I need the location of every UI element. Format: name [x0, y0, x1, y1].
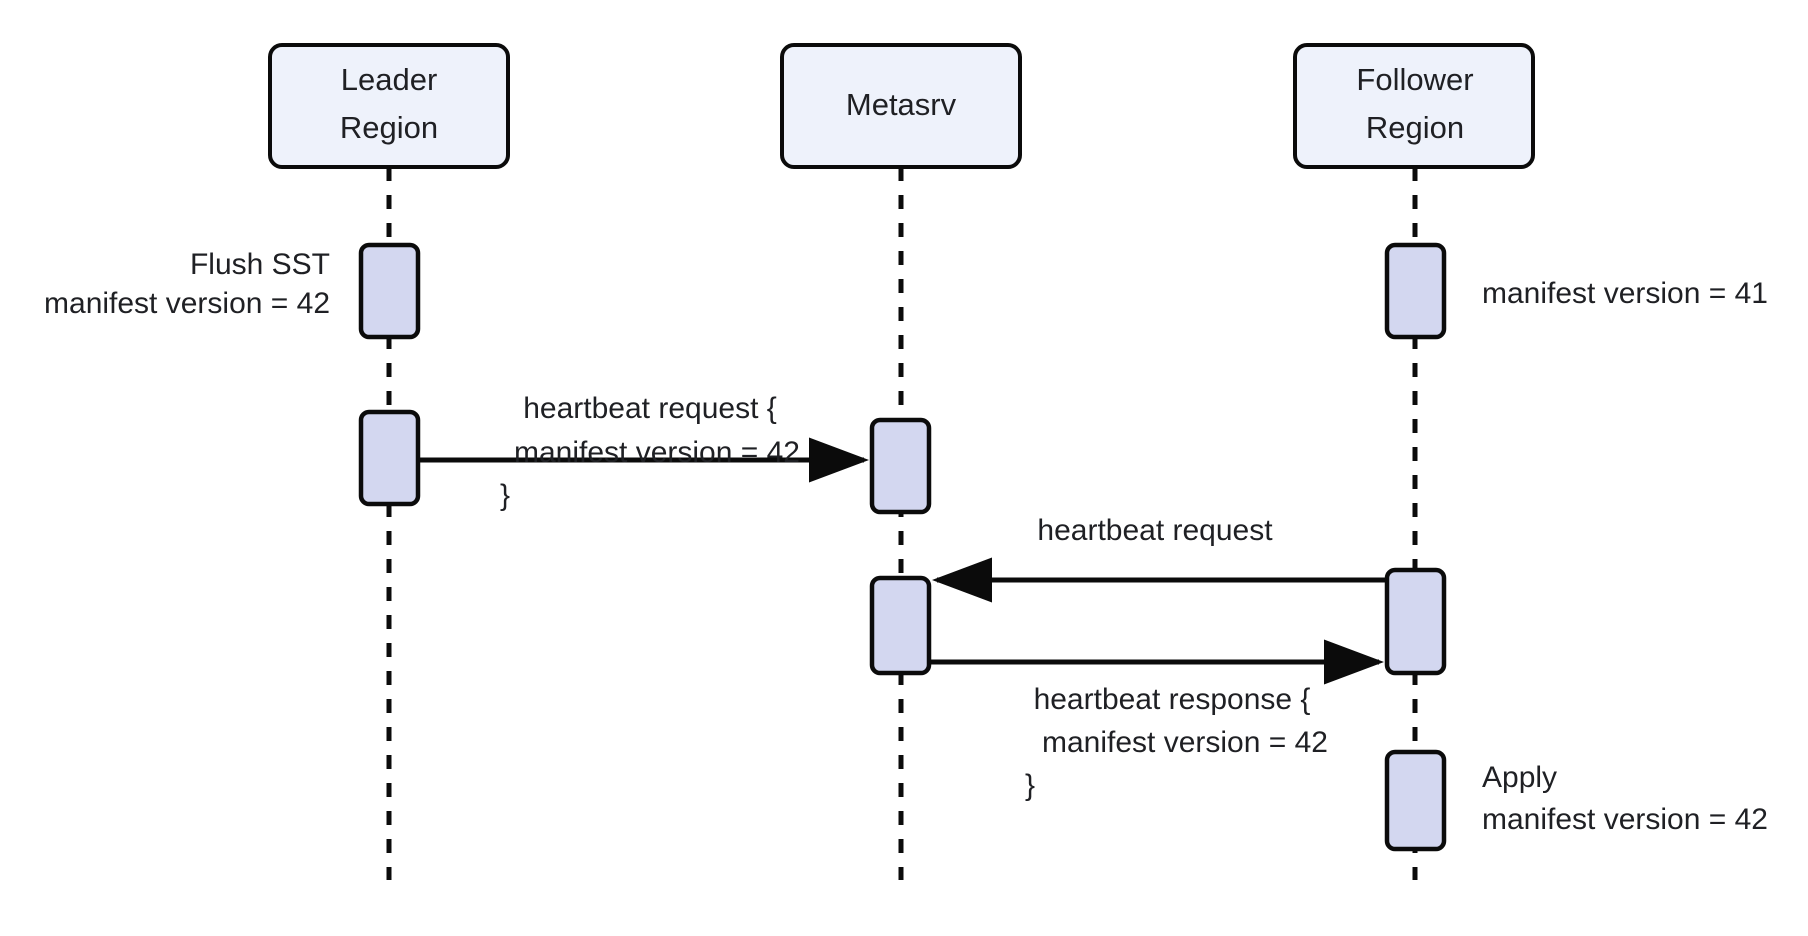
- participant-box-follower[interactable]: [1293, 43, 1535, 169]
- message-label-leader-heartbeat-line3: }: [500, 479, 510, 512]
- activation-follower-stale[interactable]: [1384, 242, 1447, 340]
- participant-label-follower-line1: Follower: [1356, 62, 1473, 97]
- activation-follower-heartbeat[interactable]: [1384, 567, 1447, 676]
- participant-label-metasrv-line1: Metasrv: [846, 87, 957, 122]
- participant-label-follower-line2: Region: [1366, 110, 1464, 145]
- participant-follower[interactable]: Follower Region: [1293, 43, 1535, 169]
- message-label-leader-heartbeat-line2: manifest version = 42: [514, 436, 800, 469]
- activation-metasrv-receive-leader[interactable]: [869, 417, 932, 515]
- note-leader-flush-line1: Flush SST: [190, 248, 330, 281]
- activation-leader-heartbeat[interactable]: [358, 409, 421, 507]
- participant-box-leader[interactable]: [268, 43, 510, 169]
- message-label-response-line1: heartbeat response {: [1034, 683, 1311, 716]
- message-labels-group: heartbeat request { manifest version = 4…: [500, 392, 1328, 802]
- message-label-leader-heartbeat-line1: heartbeat request {: [523, 392, 777, 425]
- participant-label-leader-line1: Leader: [341, 62, 438, 97]
- message-label-response-line3: }: [1025, 769, 1035, 802]
- message-label-follower-heartbeat-line1: heartbeat request: [1037, 514, 1273, 547]
- note-follower-stale-line1: manifest version = 41: [1482, 277, 1768, 310]
- participant-box-metasrv[interactable]: [780, 43, 1022, 169]
- participant-metasrv[interactable]: Metasrv: [780, 43, 1022, 169]
- activation-metasrv-serve-follower[interactable]: [869, 575, 932, 676]
- participant-leader[interactable]: Leader Region: [268, 43, 510, 169]
- activation-follower-apply[interactable]: [1384, 749, 1447, 852]
- activation-leader-flush[interactable]: [358, 242, 421, 340]
- note-leader-flush-line2: manifest version = 42: [44, 287, 330, 320]
- note-follower-apply-line1: Apply: [1482, 761, 1557, 794]
- note-follower-apply-line2: manifest version = 42: [1482, 803, 1768, 836]
- activations-group: [358, 242, 1447, 852]
- message-arrows-group: [420, 437, 1385, 685]
- participant-label-leader-line2: Region: [340, 110, 438, 145]
- message-label-response-line2: manifest version = 42: [1042, 726, 1328, 759]
- notes-group: Flush SST manifest version = 42 manifest…: [44, 248, 1768, 836]
